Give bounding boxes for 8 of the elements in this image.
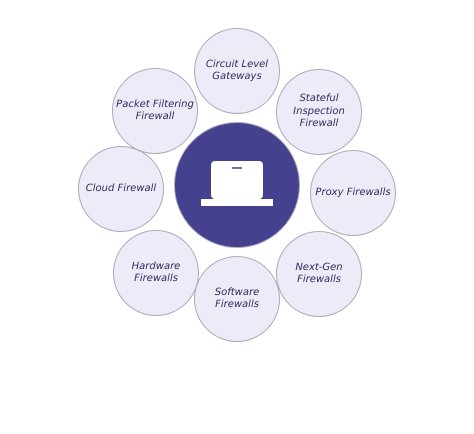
category-label: Cloud Firewall [84,182,158,196]
category-label: Software Firewalls [214,286,260,312]
category-label: Next-Gen Firewalls [294,262,344,286]
category-label: Packet Filtering Firewall [115,98,195,124]
category-label: Proxy Firewalls [314,186,392,200]
category-label: Hardware Firewalls [130,260,182,286]
category-label: Stateful Inspection Firewall [292,93,346,131]
category-label: Circuit Level Gateways [204,58,270,84]
